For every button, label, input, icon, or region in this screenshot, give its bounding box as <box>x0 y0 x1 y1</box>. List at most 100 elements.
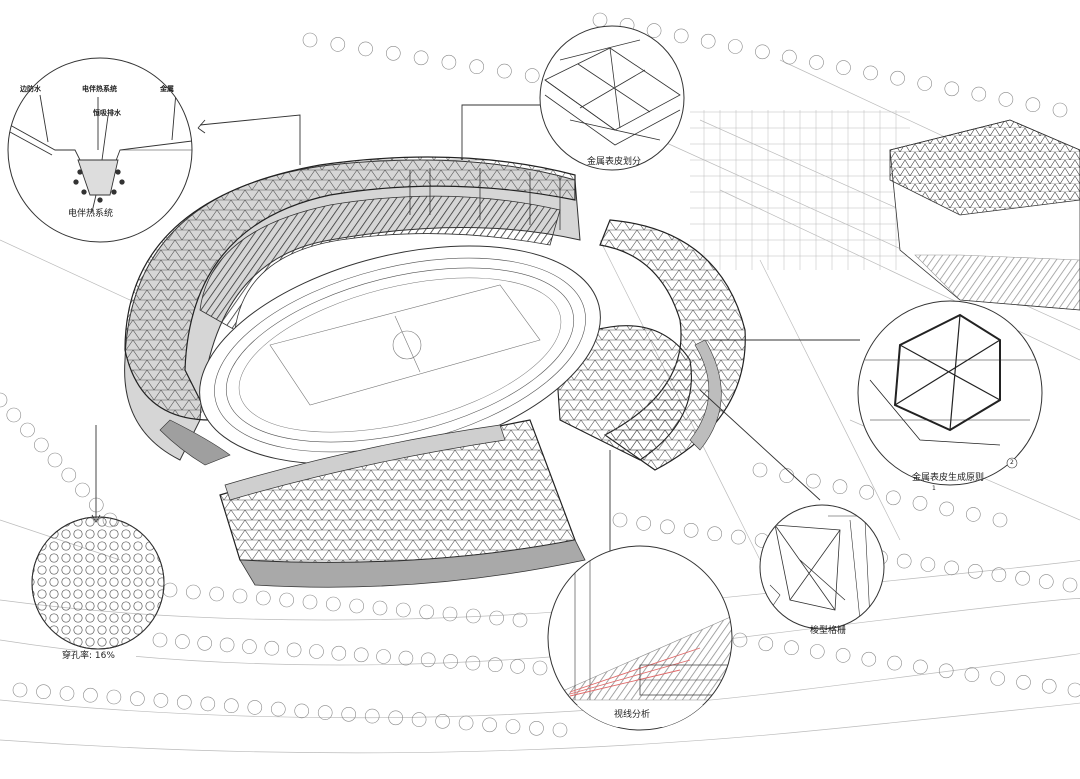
tree <box>912 495 928 511</box>
tree <box>805 473 821 489</box>
tree <box>331 645 347 661</box>
tree <box>896 553 912 569</box>
tree <box>489 610 505 626</box>
tree <box>372 600 388 616</box>
tree <box>998 92 1014 107</box>
tree <box>309 644 324 659</box>
tree <box>992 512 1008 528</box>
tree <box>487 657 503 673</box>
drain-label-left: 边防水 <box>20 85 41 93</box>
tree <box>890 70 905 86</box>
tree <box>413 50 429 66</box>
drain-label-heating: 电伴热系统 <box>82 85 117 93</box>
tree <box>967 563 983 579</box>
tree <box>325 596 341 612</box>
tree <box>1052 102 1068 118</box>
tree <box>47 452 63 468</box>
tree <box>836 60 851 75</box>
tree <box>529 720 544 736</box>
tree <box>442 606 458 622</box>
tree <box>175 634 190 649</box>
tree <box>469 59 485 74</box>
stadium <box>124 156 746 588</box>
tree <box>510 659 525 674</box>
tree <box>152 632 168 648</box>
callout-skin-division <box>539 25 685 171</box>
diamond-grid-caption: 梭型格栅 <box>810 626 847 636</box>
tree <box>177 694 192 710</box>
tree <box>317 705 333 720</box>
tree <box>1062 577 1078 593</box>
tree <box>36 684 51 700</box>
tree <box>971 86 987 102</box>
tree <box>646 23 662 38</box>
tree <box>660 519 675 535</box>
tree <box>443 654 458 669</box>
tree <box>1067 682 1080 698</box>
tree <box>279 592 295 608</box>
tree <box>435 713 450 729</box>
tree <box>784 640 799 656</box>
tree <box>197 635 212 651</box>
tree <box>385 45 401 61</box>
tree <box>232 588 248 604</box>
tree <box>612 512 628 528</box>
tree <box>731 529 746 545</box>
tree <box>938 663 954 679</box>
callout-perforation <box>31 516 165 664</box>
tree <box>809 55 824 70</box>
tree <box>330 37 346 52</box>
callout-diamond-grid <box>759 504 885 630</box>
tree <box>286 642 302 658</box>
tree <box>917 76 933 91</box>
tree <box>12 682 28 698</box>
tree <box>512 612 528 628</box>
tree <box>944 560 959 576</box>
tree <box>441 54 457 70</box>
skin-division-caption: 金属表皮划分 <box>587 157 642 167</box>
tree <box>106 689 122 705</box>
tree <box>1039 574 1054 589</box>
tree <box>83 687 98 703</box>
tree <box>832 479 848 495</box>
tree <box>186 584 201 600</box>
tree <box>358 41 373 57</box>
tree <box>965 507 981 522</box>
tree <box>264 640 280 656</box>
tree <box>130 691 145 707</box>
skin-generation-caption: 金属表皮生成原则 <box>912 473 985 483</box>
tree <box>376 649 391 664</box>
tree <box>420 652 436 668</box>
tree <box>861 651 877 667</box>
tree <box>944 81 960 97</box>
tree <box>349 598 365 614</box>
tree <box>395 602 411 618</box>
tree <box>242 639 257 654</box>
tree <box>939 501 955 517</box>
drain-caption: 电伴热系统 <box>68 209 114 219</box>
tree <box>0 392 8 408</box>
tree <box>782 49 797 65</box>
adjacent-building <box>889 119 1080 311</box>
tree <box>75 482 90 498</box>
tree <box>991 567 1007 583</box>
tree <box>835 648 851 663</box>
tree <box>779 468 795 483</box>
tree <box>302 594 318 610</box>
skin-generation-number-b: 2 <box>1010 459 1014 466</box>
tree <box>302 32 318 48</box>
tree <box>524 68 540 83</box>
tree <box>1015 570 1030 586</box>
tree <box>224 698 239 714</box>
tree <box>388 710 404 726</box>
tree <box>758 636 774 652</box>
tree <box>887 655 902 671</box>
tree <box>398 650 414 666</box>
tree <box>707 526 723 542</box>
tree <box>990 671 1006 686</box>
tree <box>465 608 481 624</box>
tree <box>59 686 75 701</box>
tree <box>727 39 743 54</box>
tree <box>364 708 380 724</box>
